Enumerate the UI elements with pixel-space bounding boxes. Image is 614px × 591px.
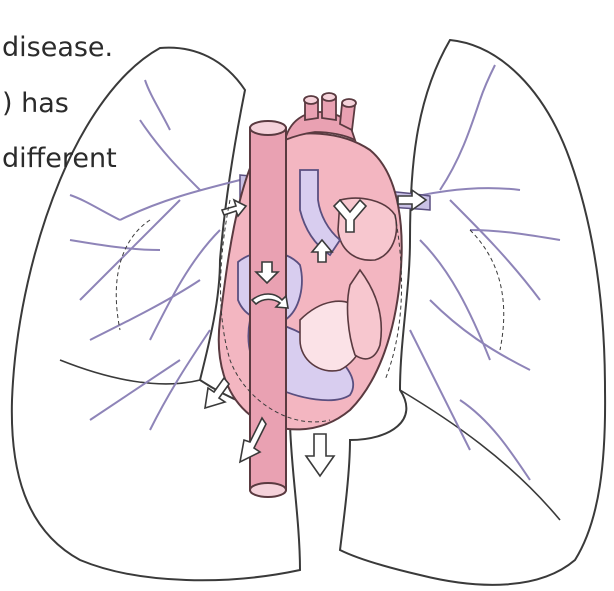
caption-line-1: disease. bbox=[2, 32, 113, 64]
caption-line-2: ) has bbox=[2, 88, 69, 120]
caption-line-3: different bbox=[2, 143, 117, 175]
